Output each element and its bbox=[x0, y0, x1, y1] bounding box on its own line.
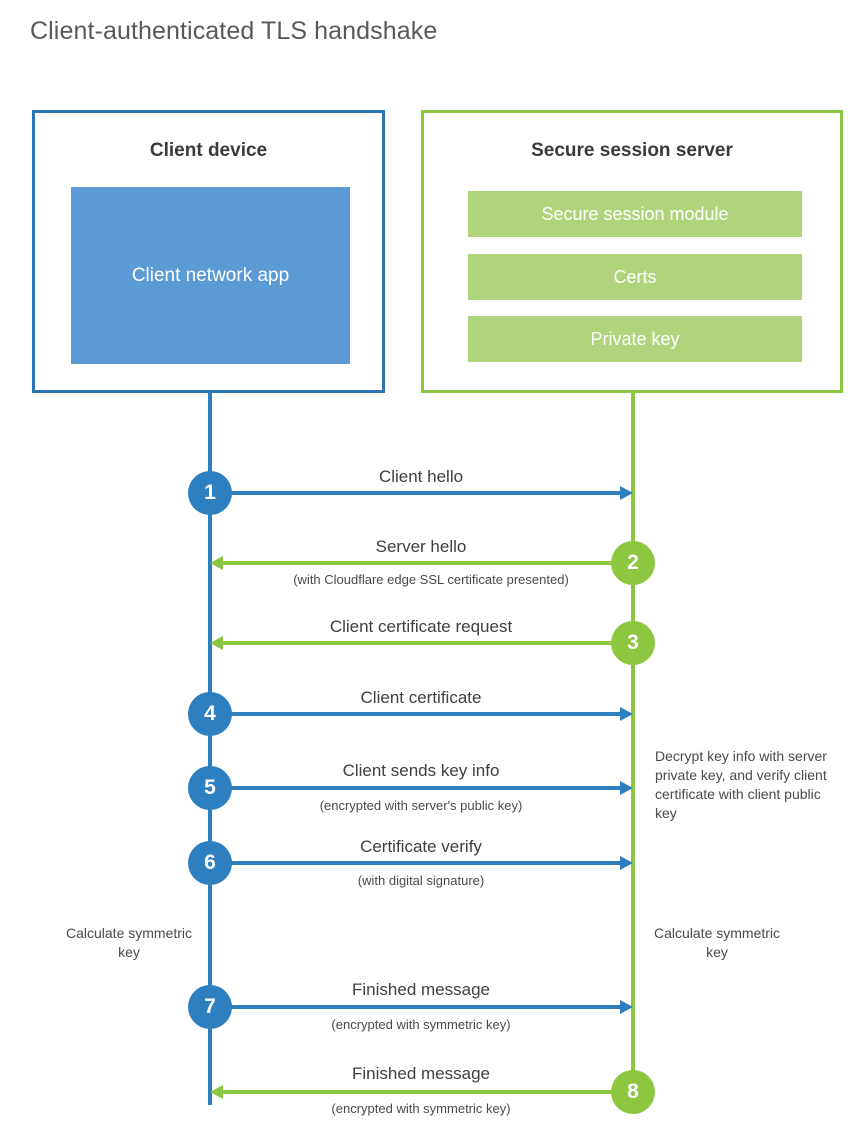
message-label-8: Finished message bbox=[352, 1064, 490, 1083]
step-badge-3[interactable]: 3 bbox=[611, 621, 655, 665]
step-badge-6[interactable]: 6 bbox=[188, 841, 232, 885]
arrow-line bbox=[210, 1005, 620, 1009]
step-badge-4[interactable]: 4 bbox=[188, 692, 232, 736]
arrowhead-left-icon bbox=[210, 636, 223, 650]
server-component-label: Secure session module bbox=[541, 203, 729, 224]
step-badge-5[interactable]: 5 bbox=[188, 766, 232, 810]
server-component-label: Private key bbox=[590, 328, 680, 349]
arrowhead-left-icon bbox=[210, 1085, 223, 1099]
arrowhead-right-icon bbox=[620, 486, 633, 500]
client-device-box: Client device Client network app bbox=[32, 110, 385, 393]
message-label-1: Client hello bbox=[378, 467, 464, 486]
arrowhead-right-icon bbox=[620, 707, 633, 721]
arrow-line bbox=[210, 861, 620, 865]
arrow-line bbox=[223, 561, 633, 565]
secure-session-server-box: Secure session server Secure session mod… bbox=[421, 110, 843, 393]
message-label-6: Certificate verify bbox=[360, 837, 482, 856]
client-network-app-block: Client network app bbox=[71, 187, 350, 364]
secure-session-server-title: Secure session server bbox=[531, 140, 733, 161]
message-sublabel-7: (encrypted with symmetric key) bbox=[331, 1017, 511, 1032]
arrowhead-right-icon bbox=[620, 1000, 633, 1014]
page-title: Client-authenticated TLS handshake bbox=[30, 17, 438, 45]
step-badge-7[interactable]: 7 bbox=[188, 985, 232, 1029]
message-sublabel-5: (encrypted with server's public key) bbox=[319, 798, 523, 813]
arrowhead-left-icon bbox=[210, 556, 223, 570]
client-network-app-label: Client network app bbox=[131, 264, 290, 286]
server-component-private-key: Private key bbox=[468, 316, 802, 362]
step-badge-1[interactable]: 1 bbox=[188, 471, 232, 515]
server-component-secure-session-module: Secure session module bbox=[468, 191, 802, 237]
server-component-certs: Certs bbox=[468, 254, 802, 300]
message-sublabel-2: (with Cloudflare edge SSL certificate pr… bbox=[293, 572, 569, 587]
arrow-line bbox=[210, 491, 620, 495]
client-lifeline bbox=[208, 393, 212, 1105]
message-sublabel-8: (encrypted with symmetric key) bbox=[331, 1101, 511, 1116]
server-lifeline bbox=[631, 393, 635, 1093]
server-decrypt-annotation: Decrypt key info with server private key… bbox=[655, 748, 827, 821]
arrow-line bbox=[210, 786, 620, 790]
arrow-line bbox=[210, 712, 620, 716]
client-device-title: Client device bbox=[149, 140, 268, 161]
step-badge-2[interactable]: 2 bbox=[611, 541, 655, 585]
client-calculate-symmetric-key-annotation: Calculate symmetric key bbox=[65, 925, 193, 960]
step-badge-8[interactable]: 8 bbox=[611, 1070, 655, 1114]
arrowhead-right-icon bbox=[620, 856, 633, 870]
message-label-2: Server hello bbox=[375, 537, 467, 556]
server-calculate-symmetric-key-annotation: Calculate symmetric key bbox=[653, 925, 781, 960]
server-component-label: Certs bbox=[613, 266, 657, 287]
message-label-5: Client sends key info bbox=[342, 761, 500, 780]
message-sublabel-6: (with digital signature) bbox=[357, 873, 485, 888]
arrow-line bbox=[223, 1090, 633, 1094]
message-label-3: Client certificate request bbox=[329, 617, 513, 636]
message-label-4: Client certificate bbox=[360, 688, 482, 707]
message-label-7: Finished message bbox=[352, 980, 490, 999]
arrowhead-right-icon bbox=[620, 781, 633, 795]
arrow-line bbox=[223, 641, 633, 645]
